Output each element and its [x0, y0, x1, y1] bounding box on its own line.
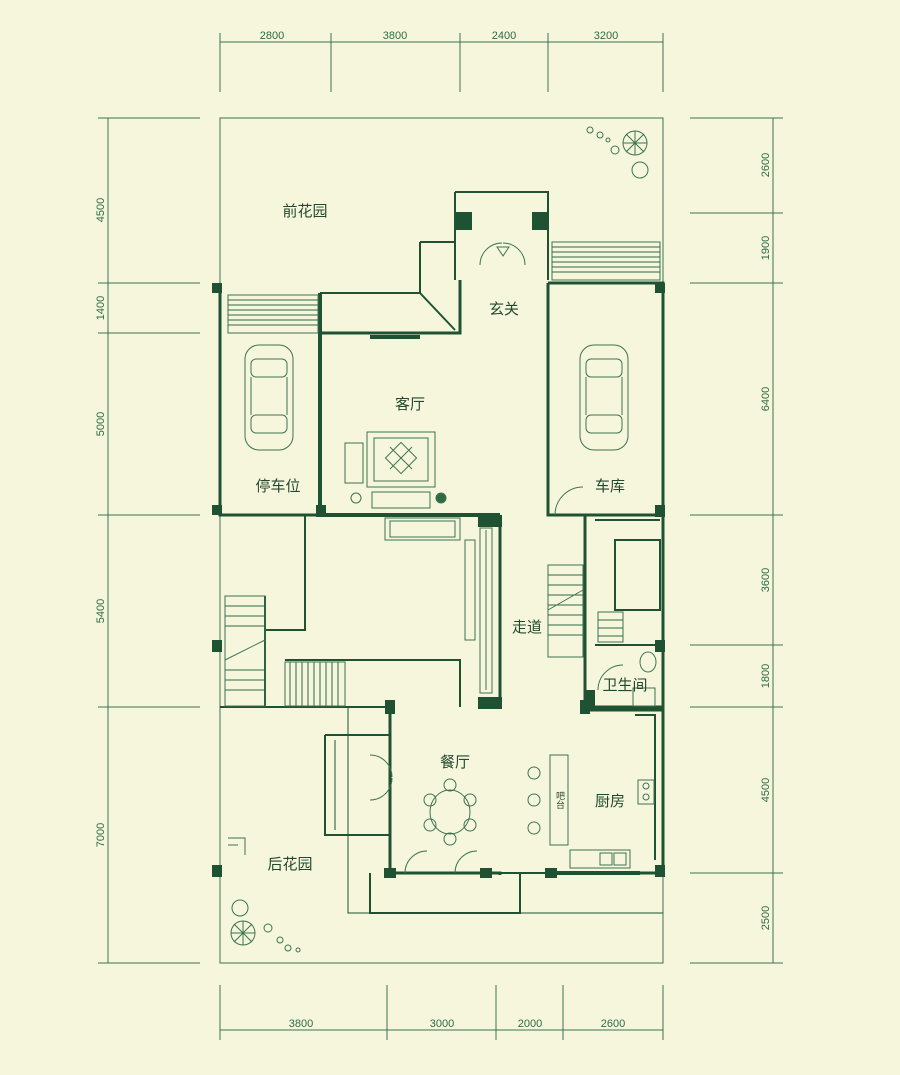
stair-right	[547, 564, 624, 658]
room-label-garage: 车库	[595, 477, 625, 495]
dim-right-2: 1900	[760, 236, 772, 260]
dim-bottom-4: 2600	[601, 1018, 625, 1030]
cabinet-row	[384, 517, 493, 694]
column	[385, 700, 395, 714]
dim-top-1: 2800	[260, 30, 284, 42]
dim-left-3: 5000	[95, 412, 107, 436]
room-label-bathroom: 卫生间	[602, 676, 647, 694]
side-door	[369, 754, 393, 801]
dim-top-2: 3800	[383, 30, 407, 42]
column	[655, 640, 665, 652]
dim-top-4: 3200	[594, 30, 618, 42]
column	[655, 865, 665, 877]
left-dimension-line: 4500 1400 5000 5400 7000	[95, 117, 200, 964]
planter	[228, 837, 246, 855]
top-dimension-line: 2800 3800 2400 3200	[219, 30, 664, 92]
room-label-front-garden: 前花园	[282, 202, 327, 220]
column	[316, 505, 326, 517]
flower-decoration-icon	[586, 126, 649, 179]
column	[212, 283, 222, 293]
pergola-right	[551, 241, 661, 281]
stair-middle	[284, 661, 346, 707]
column	[585, 690, 595, 710]
dim-bottom-2: 3000	[430, 1018, 454, 1030]
column	[655, 283, 665, 293]
column	[212, 505, 222, 515]
entrance-door	[479, 242, 526, 266]
column	[212, 640, 222, 652]
kitchen-fixtures	[548, 779, 655, 875]
room-label-living-room: 客厅	[395, 395, 425, 413]
dim-bottom-1: 3800	[289, 1018, 313, 1030]
bottom-dimension-line: 3800 3000 2000 2600	[219, 985, 664, 1040]
garage-door	[554, 486, 584, 516]
column	[384, 868, 396, 878]
dim-bottom-3: 2000	[518, 1018, 542, 1030]
column	[478, 697, 502, 709]
dim-left-2: 1400	[95, 296, 107, 320]
room-label-back-garden: 后花园	[267, 855, 312, 873]
column	[480, 868, 492, 878]
right-dimension-line: 2600 1900 6400 3600 1800 4500 2500	[690, 117, 783, 964]
column	[532, 212, 548, 230]
dim-right-5: 1800	[760, 664, 772, 688]
dim-top-3: 2400	[492, 30, 516, 42]
car-icon	[244, 344, 294, 451]
column	[456, 212, 472, 230]
room-label-corridor: 走道	[512, 618, 542, 636]
dim-right-1: 2600	[760, 153, 772, 177]
column	[655, 505, 665, 517]
dim-right-7: 2500	[760, 906, 772, 930]
dim-right-4: 3600	[760, 568, 772, 592]
flower-decoration-icon	[230, 899, 301, 953]
room-label-parking: 停车位	[255, 477, 300, 495]
pergola-left	[227, 294, 319, 334]
dim-left-1: 4500	[95, 198, 107, 222]
back-door	[404, 850, 478, 874]
sofa-set	[344, 431, 447, 509]
dim-right-6: 4500	[760, 778, 772, 802]
bathroom-door	[597, 664, 624, 691]
dining-table	[423, 778, 477, 846]
car-icon	[579, 344, 629, 451]
column	[212, 865, 222, 877]
bathroom-fixtures	[632, 651, 657, 707]
dim-left-5: 7000	[95, 823, 107, 847]
dim-left-4: 5400	[95, 599, 107, 623]
stair-left	[224, 595, 266, 707]
bar-counter: 吧台	[527, 754, 569, 846]
bar-label: 吧台	[554, 791, 565, 810]
room-label-kitchen: 厨房	[595, 792, 625, 810]
column	[478, 515, 502, 527]
room-label-foyer: 玄关	[489, 300, 519, 318]
room-label-dining-room: 餐厅	[440, 753, 470, 771]
dim-right-3: 6400	[760, 387, 772, 411]
